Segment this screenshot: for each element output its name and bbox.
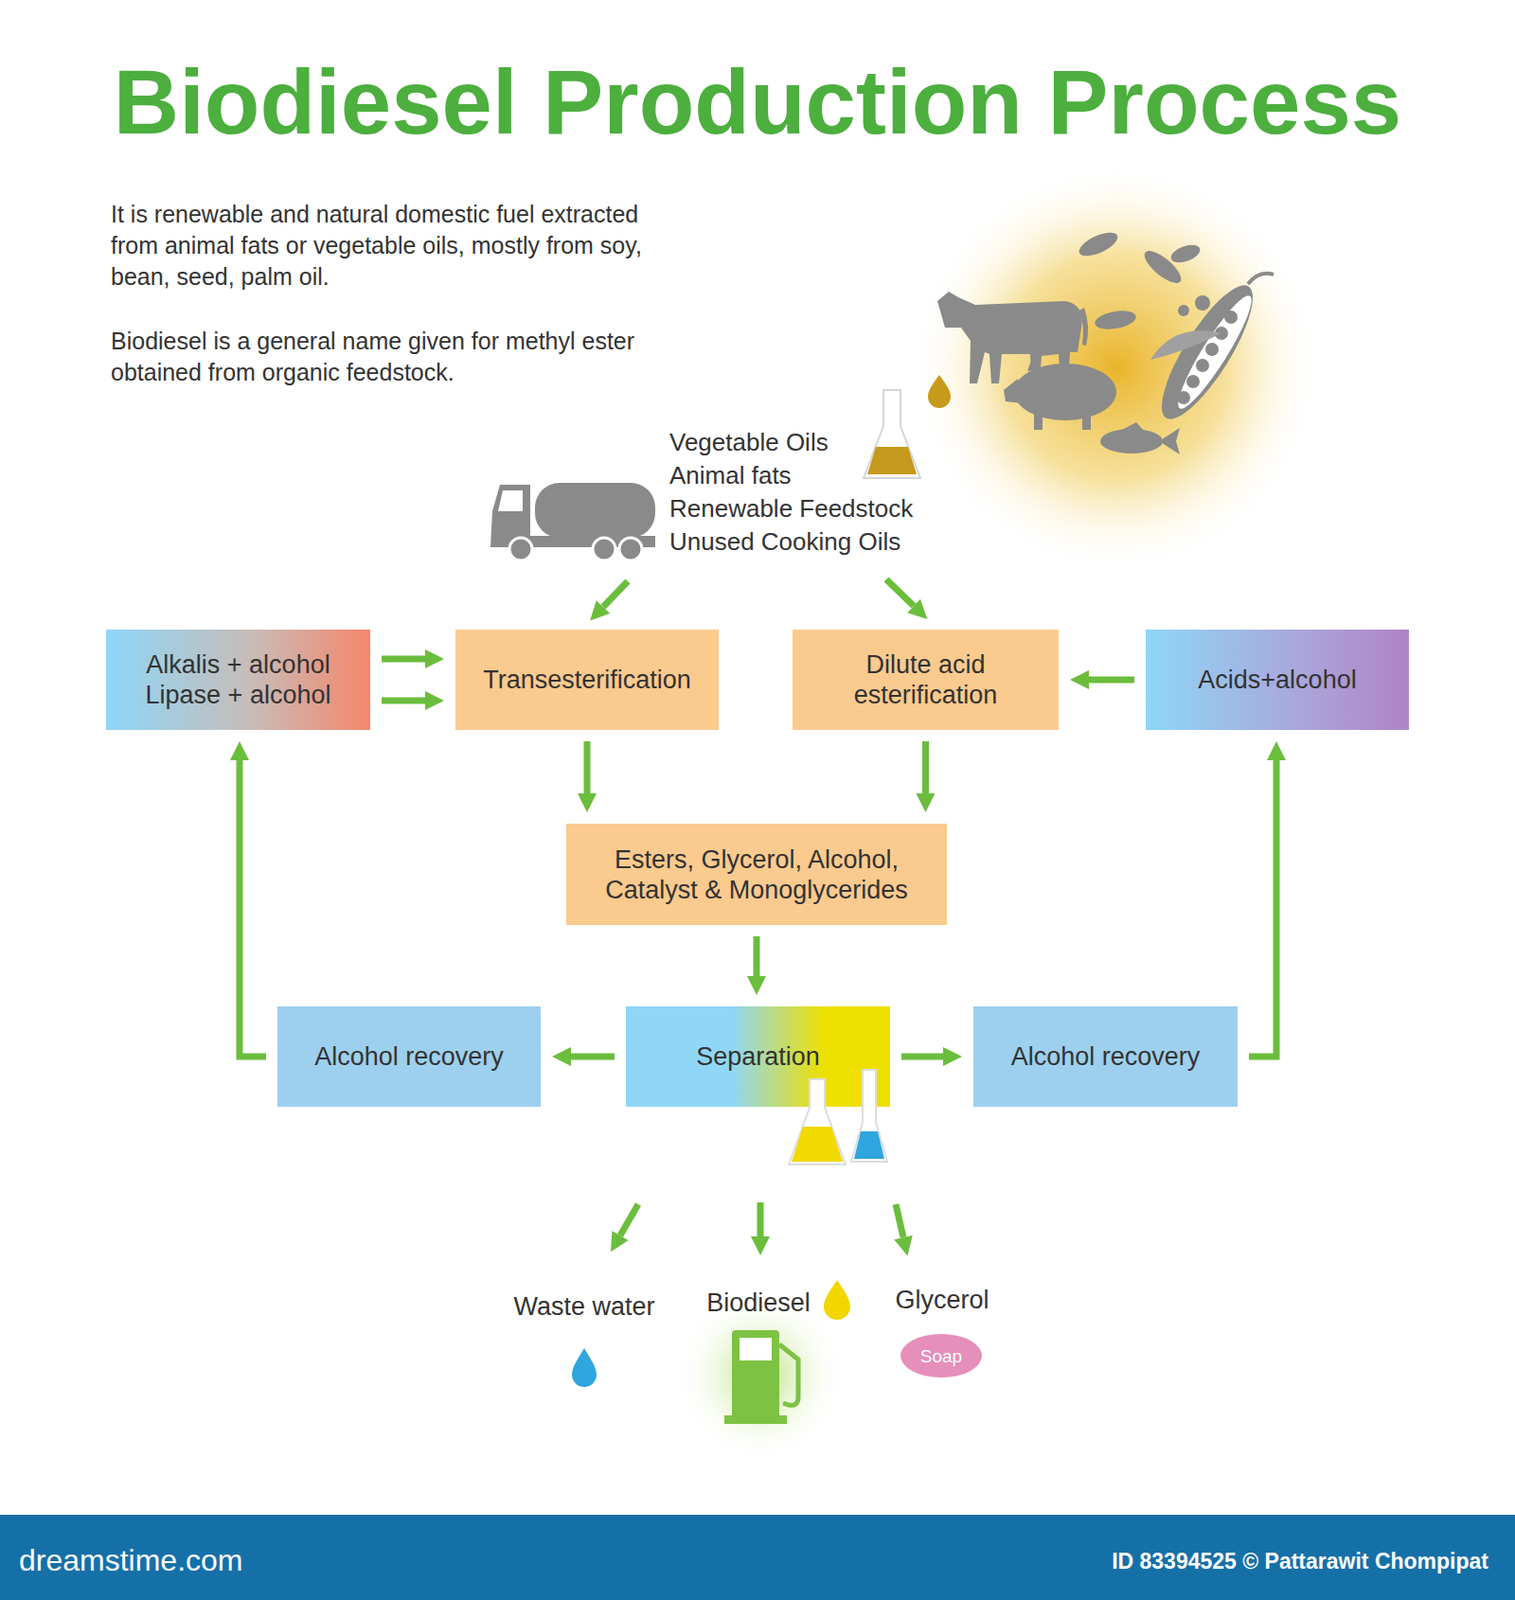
intro-text: Biodiesel is a general name given for me… <box>110 325 651 389</box>
node-text: Separation <box>695 1041 820 1072</box>
flow-connector <box>239 760 267 1057</box>
node-text: Alkalis + alcohol <box>145 649 330 680</box>
text-holder: Separation <box>695 1041 820 1072</box>
feedstock-item: Vegetable Oils <box>669 427 954 458</box>
output-label: Glycerol <box>847 1284 1037 1316</box>
reagent-box: Acids+alcohol <box>1145 629 1409 731</box>
node-text: Lipase + alcohol <box>145 679 332 711</box>
soap-icon: Soap <box>900 1334 982 1378</box>
flow-connector <box>570 1053 615 1061</box>
water-drop <box>571 1348 597 1388</box>
node-text: Dilute acid esterification <box>803 649 1048 711</box>
flow-connector <box>1248 760 1277 1057</box>
flow-connector <box>381 697 426 705</box>
footer-bar <box>0 1515 1515 1600</box>
fuel-pump <box>724 1330 799 1425</box>
process-box: Transesterification <box>455 629 719 731</box>
text-holder: Esters, Glycerol, Alcohol, Catalyst & Mo… <box>577 844 936 906</box>
feedstock-glow <box>911 163 1319 571</box>
intro-text: It is renewable and natural domestic fue… <box>110 198 651 293</box>
feedstock-item: Renewable Feedstock <box>669 493 954 524</box>
product-box: Esters, Glycerol, Alcohol, Catalyst & Mo… <box>566 823 947 926</box>
footer-brand: dreamstime.com <box>18 1541 398 1580</box>
flow-connector <box>584 741 591 794</box>
recovery-box: Alcohol recovery <box>277 1006 541 1107</box>
feedstock-item: Animal fats <box>669 460 954 491</box>
node-text: Acids+alcohol <box>1197 664 1356 696</box>
text-holder: Soap <box>920 1345 963 1368</box>
separation-flasks <box>786 1065 901 1175</box>
output-label: Waste water <box>489 1291 679 1322</box>
diagram-title: Biodiesel Production Process <box>0 49 1515 156</box>
separation-box: Separation <box>625 1006 891 1107</box>
process-box: Dilute acid esterification <box>792 629 1059 731</box>
pea-pod <box>1146 273 1274 431</box>
text-holder: Transesterification <box>482 664 692 696</box>
oil-drop <box>927 374 951 409</box>
tank-truck <box>490 482 656 561</box>
flow-connector <box>753 936 761 977</box>
text-holder: Alkalis + alcoholLipase + alcohol <box>145 649 332 711</box>
fuel-drop <box>823 1280 851 1320</box>
text-holder: Alcohol recovery <box>1011 1041 1201 1072</box>
reagent-box: Alkalis + alcoholLipase + alcohol <box>106 629 371 731</box>
oil-flask <box>863 390 921 479</box>
node-text: Alcohol recovery <box>314 1041 504 1072</box>
node-text: Alcohol recovery <box>1011 1041 1201 1072</box>
flow-connector <box>901 1053 944 1061</box>
flow-connector <box>1088 677 1135 684</box>
output-label: Biodiesel <box>663 1287 854 1319</box>
flow-connector <box>922 741 929 794</box>
footer-credit: ID 83394525 © Pattarawit Chompipat <box>920 1547 1489 1576</box>
text-holder: Dilute acid esterification <box>803 649 1048 711</box>
node-text: Transesterification <box>482 664 692 696</box>
text-holder: Acids+alcohol <box>1197 664 1356 696</box>
feedstock-item: Unused Cooking Oils <box>669 526 954 557</box>
recovery-box: Alcohol recovery <box>973 1006 1238 1107</box>
flow-connector <box>381 656 426 663</box>
text-holder: Alcohol recovery <box>314 1041 504 1072</box>
node-text: Esters, Glycerol, Alcohol, Catalyst & Mo… <box>577 844 936 906</box>
node-text: Soap <box>920 1345 963 1368</box>
